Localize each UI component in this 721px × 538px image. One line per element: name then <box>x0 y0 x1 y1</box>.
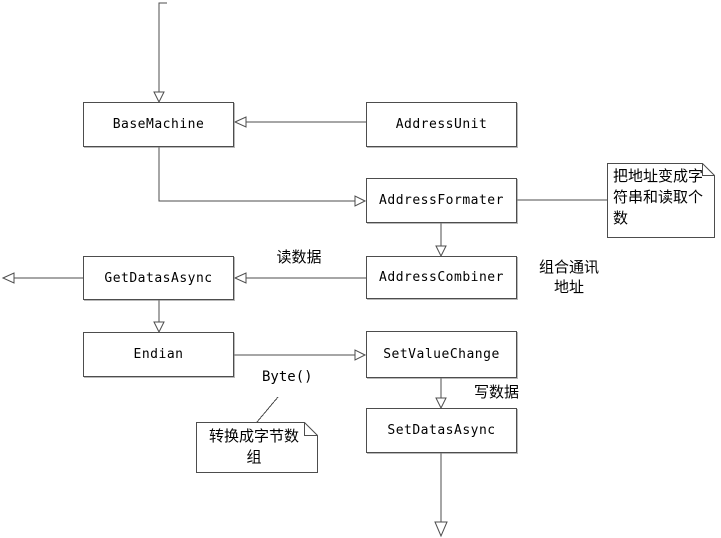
edge-note-bytes-connector <box>256 396 279 423</box>
note-text: 转换成字节数组 <box>208 427 299 466</box>
edge-getdatasasync-to-endian <box>153 300 165 334</box>
note-fold-icon <box>702 163 715 176</box>
edge-basemachine-to-addressformater <box>158 147 367 207</box>
edge-setdatasasync-to-bottom <box>434 453 448 538</box>
edge-label-combine-address: 组合通讯 地址 <box>538 258 599 296</box>
node-label: AddressUnit <box>395 117 488 132</box>
arrowhead-down-icon <box>435 245 447 258</box>
edge-getdatasasync-to-left <box>1 272 83 284</box>
edge-addressformater-to-addresscombiner <box>435 223 447 258</box>
note-convert-to-bytes: 转换成字节数组 <box>196 422 318 473</box>
arrowhead-down-icon <box>153 321 165 334</box>
edge-start-to-basemachine <box>153 2 167 104</box>
arrowhead-left-icon <box>1 272 15 284</box>
note-text: 把地址变成字符串和读取个数 <box>613 167 704 227</box>
edge-addresscombiner-to-getdatasasync <box>233 272 366 284</box>
node-label: GetDatasAsync <box>104 270 213 286</box>
arrowhead-left-icon <box>233 272 247 284</box>
node-addressunit: AddressUnit <box>366 102 517 147</box>
arrowhead-right-icon <box>354 195 367 207</box>
node-label: Endian <box>133 347 184 362</box>
arrowhead-down-icon <box>153 91 165 104</box>
node-setvaluechange: SetValueChange <box>366 331 517 378</box>
note-shape <box>607 163 715 238</box>
arrowhead-right-icon <box>354 349 367 361</box>
node-label: SetDatasAsync <box>387 423 496 438</box>
node-addressformater: AddressFormater <box>366 178 517 223</box>
edge-label-byte: Byte() <box>262 369 313 385</box>
node-addresscombiner: AddressCombiner <box>366 256 517 299</box>
node-label: AddressFormater <box>379 193 504 208</box>
node-label: AddressCombiner <box>379 270 504 285</box>
edge-setvaluechange-to-setdatasasync <box>435 378 447 410</box>
arrowhead-down-icon <box>435 397 447 410</box>
note-address-to-string: 把地址变成字符串和读取个数 <box>607 163 715 238</box>
node-getdatasasync: GetDatasAsync <box>83 256 234 300</box>
node-setdatasasync: SetDatasAsync <box>366 408 517 453</box>
arrowhead-left-icon <box>233 116 247 128</box>
edge-label-write-data: 写数据 <box>474 383 520 401</box>
node-label: SetValueChange <box>383 347 500 362</box>
node-basemachine: BaseMachine <box>83 102 234 147</box>
note-shape <box>196 422 318 473</box>
edge-label-read-data: 读数据 <box>276 248 322 266</box>
node-label: BaseMachine <box>112 117 205 132</box>
edge-endian-to-setvaluechange <box>234 349 367 361</box>
note-fold-icon <box>304 422 318 436</box>
node-endian: Endian <box>83 332 234 377</box>
arrowhead-down-icon <box>434 521 448 538</box>
edge-addressunit-to-basemachine <box>233 116 366 128</box>
